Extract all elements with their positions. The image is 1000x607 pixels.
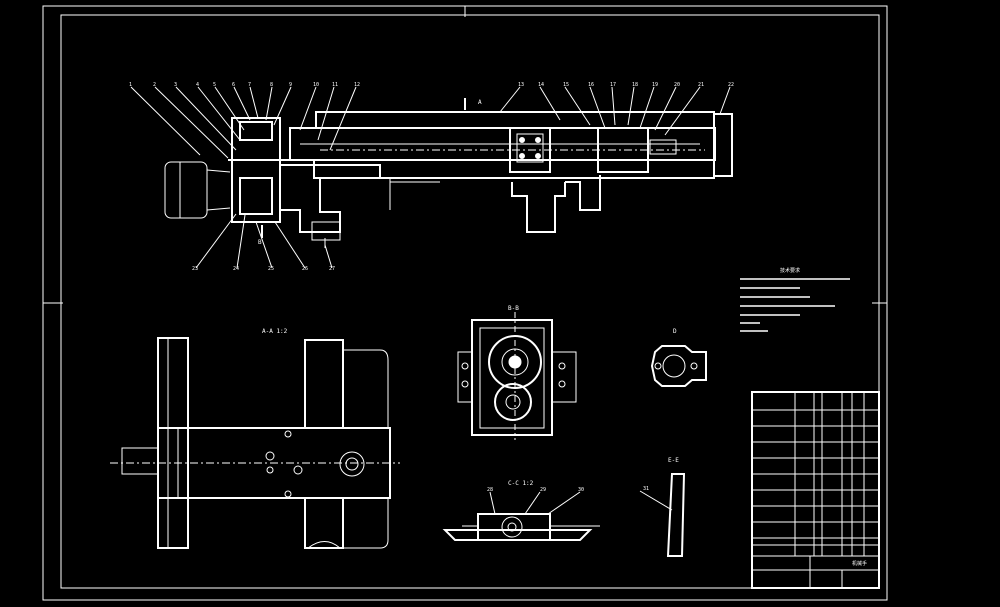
part-numbers-bottom: 23 24 25 26 27	[192, 266, 335, 272]
marker-a: A	[478, 99, 482, 106]
part-number-4: 4	[196, 82, 199, 88]
label-aa: A-A 1:2	[262, 328, 288, 335]
part-number-14: 14	[538, 82, 544, 88]
part-number-25: 25	[268, 266, 274, 272]
section-aa-view	[110, 337, 400, 549]
part-number-3: 3	[174, 82, 177, 88]
part-number-11: 11	[332, 82, 338, 88]
inner-border	[60, 14, 880, 589]
part-number-1: 1	[129, 82, 132, 88]
part-number-21: 21	[698, 82, 704, 88]
section-cc-view	[442, 491, 600, 541]
marker-b: B	[258, 239, 262, 246]
part-number-20: 20	[674, 82, 680, 88]
label-d: D	[673, 328, 677, 335]
outer-border	[42, 5, 888, 601]
part-number-30: 30	[578, 487, 584, 493]
section-bb-view	[457, 312, 577, 440]
part-number-9: 9	[289, 82, 292, 88]
title-block-name: 机械手	[852, 560, 867, 567]
title-block	[751, 391, 880, 589]
part-number-19: 19	[652, 82, 658, 88]
part-number-2: 2	[153, 82, 156, 88]
part-number-18: 18	[632, 82, 638, 88]
part-number-31: 31	[643, 486, 649, 492]
part-number-12: 12	[354, 82, 360, 88]
part-number-16: 16	[588, 82, 594, 88]
part-numbers-cc: 28 29 30	[487, 487, 584, 493]
label-cc: C-C 1:2	[508, 480, 534, 487]
label-ee: E-E	[668, 457, 679, 464]
part-number-22: 22	[728, 82, 734, 88]
part-number-10: 10	[313, 82, 319, 88]
part-number-13: 13	[518, 82, 524, 88]
part-number-29: 29	[540, 487, 546, 493]
label-bb: B-B	[508, 305, 519, 312]
part-number-23: 23	[192, 266, 198, 272]
part-number-7: 7	[248, 82, 251, 88]
part-number-8: 8	[270, 82, 273, 88]
detail-d-view	[650, 345, 707, 387]
motor	[164, 161, 208, 219]
part-number-26: 26	[302, 266, 308, 272]
part-number-6: 6	[232, 82, 235, 88]
part-number-27: 27	[329, 266, 335, 272]
part-number-15: 15	[563, 82, 569, 88]
notes-lines	[740, 278, 850, 332]
part-number-5: 5	[213, 82, 216, 88]
part-number-17: 17	[610, 82, 616, 88]
main-assembly-view	[130, 86, 733, 269]
section-ee-view	[639, 473, 686, 557]
part-number-24: 24	[233, 266, 239, 272]
notes-title: 技术要求	[780, 267, 800, 274]
part-number-28: 28	[487, 487, 493, 493]
